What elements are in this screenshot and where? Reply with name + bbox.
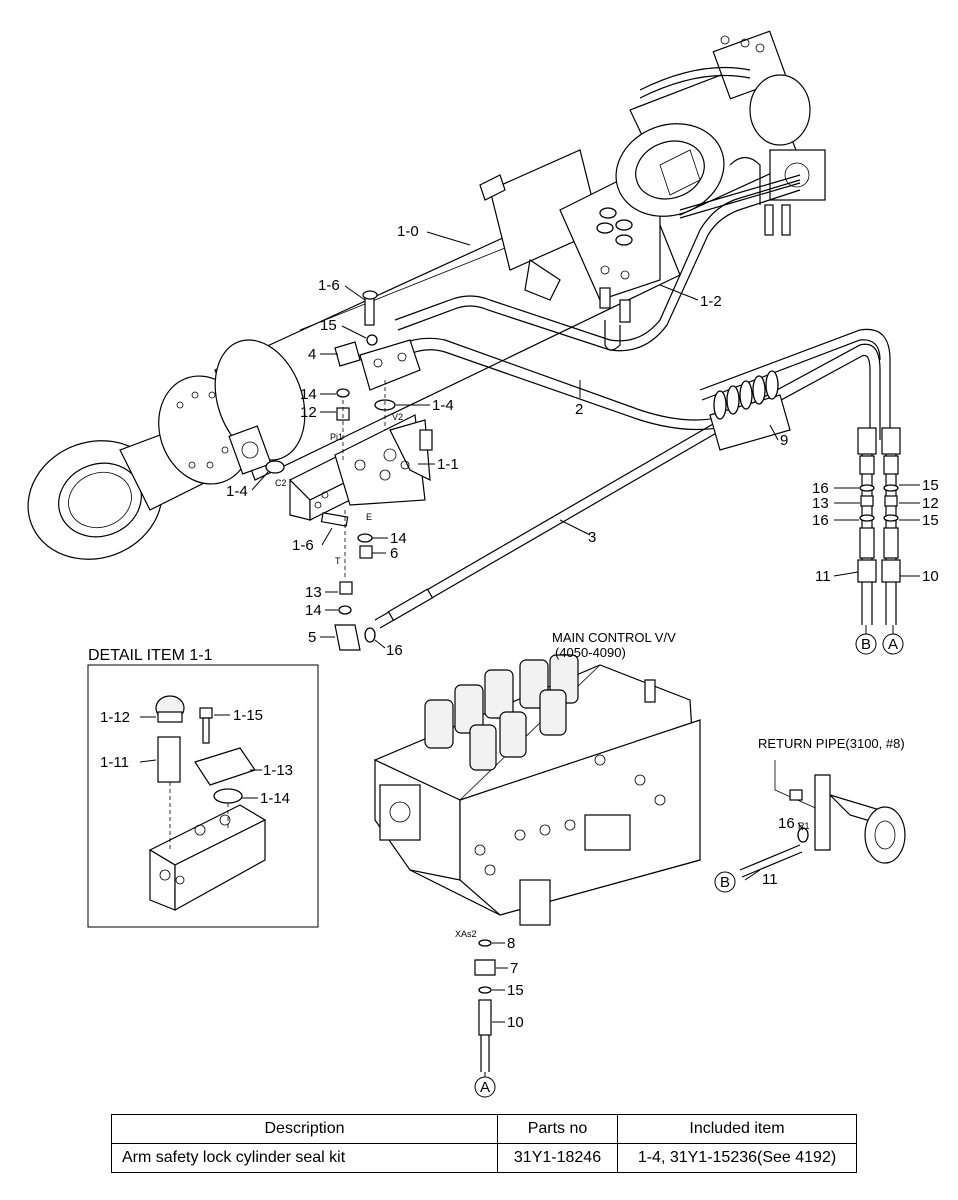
- safety-valve: [265, 290, 433, 651]
- label-6: 6: [390, 545, 398, 562]
- label-1-4: 1-4: [226, 483, 248, 500]
- detail-frame: [87, 664, 319, 928]
- detail-label-1-12: 1-12: [100, 709, 130, 726]
- label-15: 15: [320, 317, 337, 334]
- label-b: B: [720, 874, 730, 891]
- leader-lines: [139, 231, 920, 1098]
- label-16: 16: [812, 512, 829, 529]
- headings: DETAIL ITEM 1-1 MAIN CONTROL V/V (4050-4…: [88, 630, 905, 751]
- pipes: [374, 179, 901, 629]
- port-c2: C2: [275, 478, 287, 488]
- header-included-item: Included item: [617, 1114, 857, 1144]
- detail-label-1-13: 1-13: [263, 762, 293, 779]
- cell-included-item: 1-4, 31Y1-15236(See 4192): [617, 1143, 857, 1173]
- detail-label-1-15: 1-15: [233, 707, 263, 724]
- label-15: 15: [922, 512, 939, 529]
- parts-diagram: 1-0 1-6 1-2 15 4 14 12 1-4 2 9 1-4 1-1 1…: [27, 30, 939, 1098]
- label-1-2: 1-2: [700, 293, 722, 310]
- label-12: 12: [922, 495, 939, 512]
- label-8: 8: [507, 935, 515, 952]
- port-t: T: [335, 556, 341, 566]
- label-14: 14: [300, 386, 317, 403]
- label-1-4: 1-4: [432, 397, 454, 414]
- label-10: 10: [507, 1014, 524, 1031]
- label-a: A: [888, 636, 898, 653]
- port-xas2: XAs2: [455, 929, 477, 939]
- label-1-1: 1-1: [437, 456, 459, 473]
- label-a: A: [480, 1079, 490, 1096]
- label-b: B: [861, 636, 871, 653]
- port-markings: V2 Pi1 C2 E T XAs2 R1: [275, 412, 810, 939]
- port-pi1: Pi1: [330, 432, 343, 442]
- header-parts-no: Parts no: [497, 1114, 618, 1144]
- label-1-6: 1-6: [292, 537, 314, 554]
- main-control-range: (4050-4090): [555, 645, 626, 660]
- cell-description: Arm safety lock cylinder seal kit: [111, 1143, 498, 1173]
- label-16: 16: [386, 642, 403, 659]
- table-header-row: Description Parts no Included item: [111, 1114, 857, 1144]
- main-control-valve: [374, 654, 701, 1072]
- label-12: 12: [300, 404, 317, 421]
- label-11: 11: [762, 871, 778, 888]
- label-16: 16: [778, 815, 795, 832]
- label-3: 3: [588, 529, 596, 546]
- table-row: Arm safety lock cylinder seal kit 31Y1-1…: [111, 1143, 857, 1173]
- label-9: 9: [780, 432, 788, 449]
- label-1-6: 1-6: [318, 277, 340, 294]
- label-1-0: 1-0: [397, 223, 419, 240]
- main-control-title: MAIN CONTROL V/V: [552, 630, 676, 645]
- port-v2: V2: [392, 412, 403, 422]
- port-e: E: [366, 512, 372, 522]
- label-7: 7: [510, 960, 518, 977]
- detail-title: DETAIL ITEM 1-1: [88, 647, 213, 664]
- detail-valve: [148, 695, 267, 912]
- arm-cylinder: [27, 30, 826, 560]
- header-description: Description: [111, 1114, 498, 1144]
- label-2: 2: [575, 401, 583, 418]
- label-13: 13: [812, 495, 829, 512]
- label-13: 13: [305, 584, 322, 601]
- detail-label-1-11: 1-11: [100, 754, 129, 771]
- return-pipe: [739, 760, 906, 878]
- label-14: 14: [305, 602, 322, 619]
- callout-labels: 1-0 1-6 1-2 15 4 14 12 1-4 2 9 1-4 1-1 1…: [100, 223, 939, 1096]
- label-15: 15: [507, 982, 524, 999]
- label-5: 5: [308, 629, 316, 646]
- parts-table: Description Parts no Included item Arm s…: [111, 1114, 857, 1173]
- label-15: 15: [922, 477, 939, 494]
- detail-label-1-14: 1-14: [260, 790, 290, 807]
- label-11: 11: [815, 568, 831, 585]
- label-10: 10: [922, 568, 939, 585]
- label-14: 14: [390, 530, 407, 547]
- label-16: 16: [812, 480, 829, 497]
- cell-parts-no: 31Y1-18246: [497, 1143, 618, 1173]
- return-pipe-title: RETURN PIPE(3100, #8): [758, 736, 905, 751]
- label-4: 4: [308, 346, 316, 363]
- port-r1: R1: [798, 821, 810, 831]
